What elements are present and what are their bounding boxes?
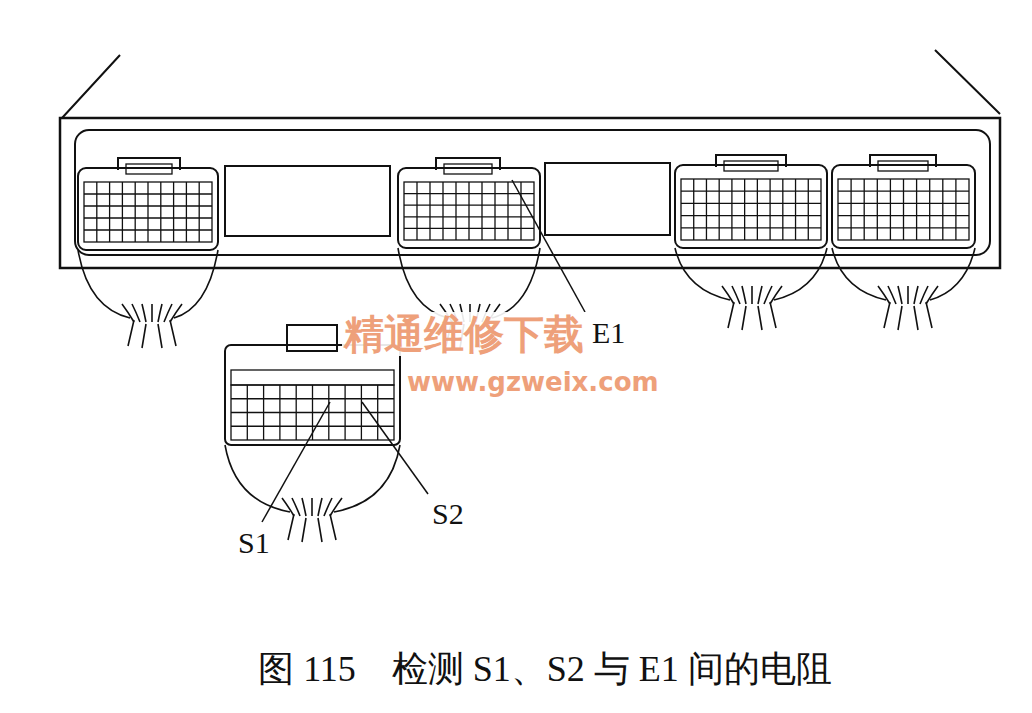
figure-caption: 图 115 检测 S1、S2 与 E1 间的电阻: [60, 650, 1030, 690]
pin-name: S1: [236, 526, 272, 559]
watermark-url: www.gzweix.com: [405, 368, 661, 397]
latch-slot: [724, 161, 778, 171]
pin-grid: [681, 179, 821, 240]
wire-harness: [832, 248, 975, 300]
ecu-housing: [60, 118, 1000, 268]
connector-body: [675, 165, 827, 248]
watermark: 精通维修下载: [342, 312, 586, 356]
wire-ends: [722, 286, 782, 330]
connector-body: [832, 165, 975, 248]
pin-name: E1: [590, 316, 627, 349]
connector-body: [225, 345, 400, 445]
blank-plate: [225, 166, 390, 236]
leader-line: [262, 402, 330, 522]
wire-harness: [398, 248, 540, 318]
wire-ends: [122, 304, 182, 348]
connector-panel: [75, 130, 990, 255]
line-art: [60, 50, 1000, 542]
connector-body: [78, 168, 218, 250]
latch-slot: [126, 164, 172, 174]
pin-grid: [838, 179, 969, 240]
latch-slot: [878, 161, 928, 171]
wire-harness: [78, 250, 218, 318]
connector-body: [398, 168, 540, 248]
leader-line: [512, 180, 585, 312]
connector-shroud: [231, 370, 394, 385]
leader-line: [362, 402, 428, 494]
housing-edge: [62, 50, 1000, 118]
pin-grid: [404, 182, 534, 240]
latch-slot: [444, 164, 492, 174]
wire-ends: [878, 286, 938, 330]
blank-plate: [545, 163, 670, 235]
wire-harness: [675, 248, 827, 300]
connector-latch: [287, 325, 337, 351]
wire-ends: [282, 498, 342, 542]
pin-grid: [84, 182, 212, 242]
pin-name: S2: [430, 497, 466, 530]
